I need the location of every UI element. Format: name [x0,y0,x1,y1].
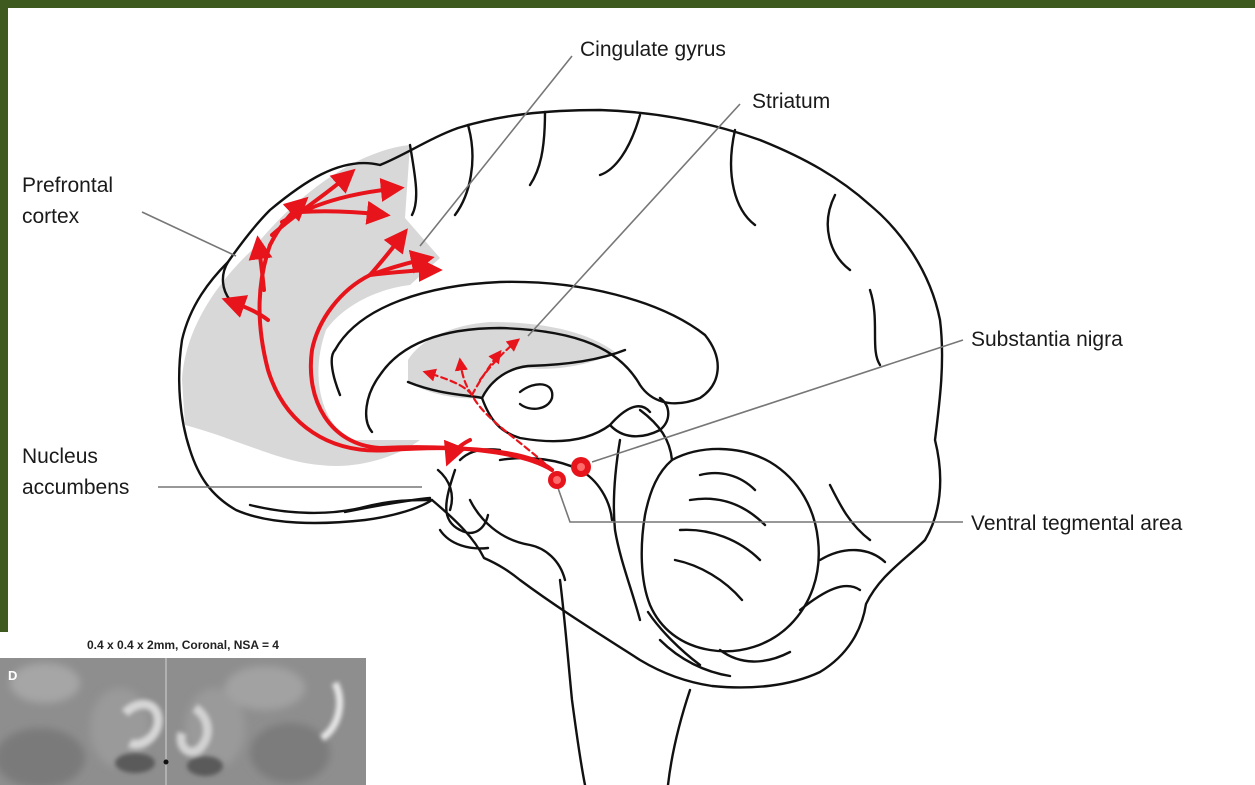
brainstem-outline [560,580,690,785]
label-cingulate-gyrus: Cingulate gyrus [580,34,726,65]
label-ventral-tegmental-area: Ventral tegmental area [971,508,1182,539]
label-substantia-nigra: Substantia nigra [971,324,1123,355]
vta-nucleus [548,471,566,489]
mri-panel-letter: D [8,668,17,683]
substantia-nigra-nucleus [571,457,591,477]
label-accumbens: accumbens [22,472,129,503]
leader-striatum [528,104,740,336]
leader-prefrontal [142,212,236,256]
mri-inset-image: D [0,658,366,785]
prefrontal-shaded-region [182,145,440,466]
label-nucleus: Nucleus [22,441,98,472]
label-prefrontal: Prefrontal [22,170,113,201]
leader-cingulate [420,56,572,246]
cerebellum-outline [642,449,819,651]
label-striatum: Striatum [752,86,830,117]
mri-inset-title: 0.4 x 0.4 x 2mm, Coronal, NSA = 4 [0,632,366,658]
label-cortex: cortex [22,201,79,232]
leader-vta [558,488,963,522]
leader-substantia [592,340,963,462]
